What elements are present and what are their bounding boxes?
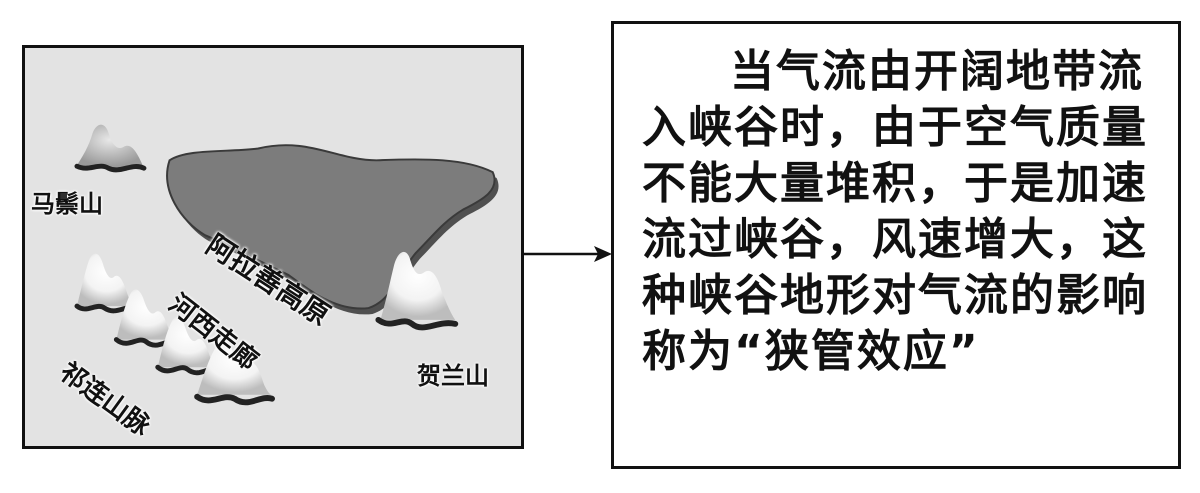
terrain-map: [74, 124, 499, 406]
qilian-mountains-icon: [74, 253, 275, 406]
map-panel: 马鬃山 阿拉善高原 河西走廊 祁连山脉 贺兰山: [22, 45, 524, 449]
arrow-connector: [524, 246, 612, 262]
alashan-plateau-shape: [166, 144, 499, 315]
mazong-mountain-icon: [74, 124, 147, 173]
label-helan-shan: 贺兰山: [417, 362, 489, 390]
explanation-box: 当气流由开阔地带流入峡谷时，由于空气质量不能大量堆积，于是加速流过峡谷，风速增大…: [611, 21, 1181, 469]
explanation-text: 当气流由开阔地带流入峡谷时，由于空气质量不能大量堆积，于是加速流过峡谷，风速增大…: [642, 46, 1148, 377]
label-mazong-shan: 马鬃山: [31, 190, 103, 218]
helan-mountain-icon: [375, 251, 459, 331]
